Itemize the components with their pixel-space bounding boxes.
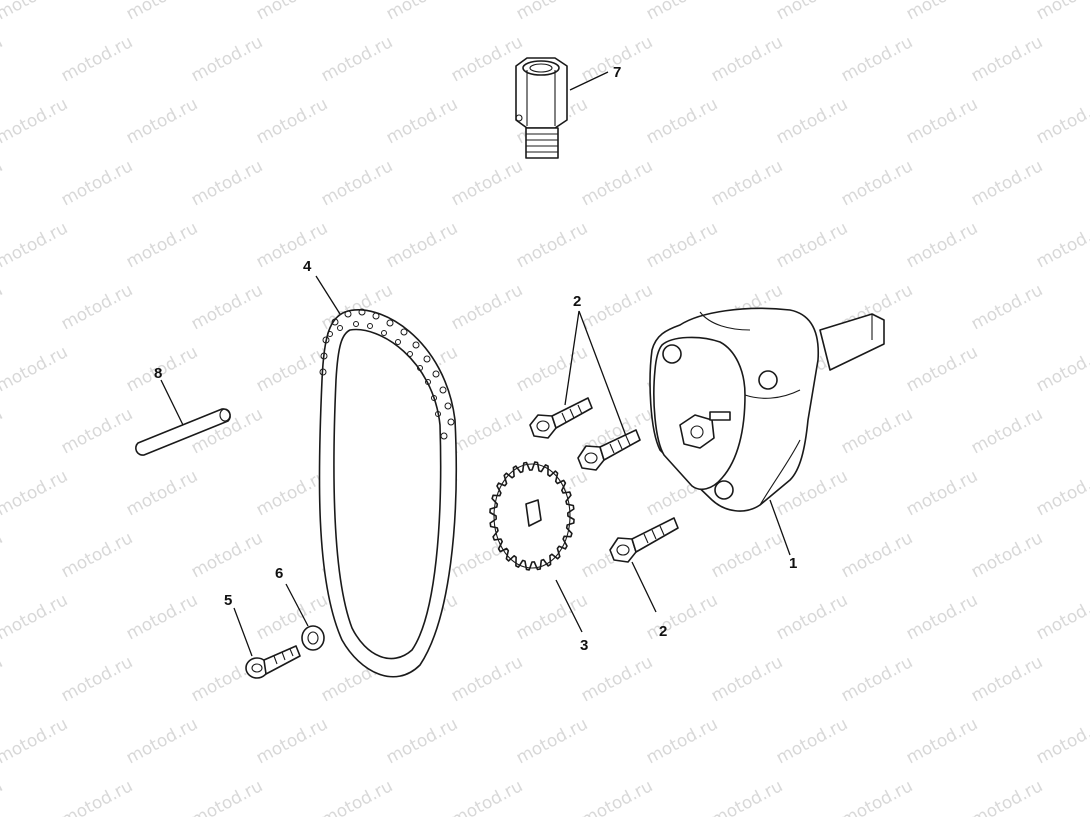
callout-4: 4 (303, 258, 312, 275)
callout-3: 3 (580, 637, 588, 654)
callout-8: 8 (154, 365, 162, 382)
part-2-bolt-middle (577, 429, 641, 471)
part-7-fitting (515, 57, 568, 159)
part-4-chain (318, 308, 457, 678)
callout-1: 1 (789, 555, 797, 572)
part-8-pin (134, 408, 232, 456)
callout-2-upper: 2 (573, 293, 581, 310)
callout-7: 7 (613, 64, 621, 81)
part-2-bolt-upper (529, 397, 593, 439)
part-6-washer (301, 625, 325, 651)
part-3-sprocket (489, 461, 575, 571)
chain-links (319, 308, 455, 440)
part-5-bolt (245, 645, 301, 679)
callout-2-lower: 2 (659, 623, 667, 640)
leader-lines (160, 71, 791, 657)
callout-labels: 7 8 4 2 2 3 1 5 6 (154, 64, 797, 654)
part-2-bolt-lower (609, 517, 679, 563)
callout-6: 6 (275, 565, 283, 582)
callout-5: 5 (224, 592, 232, 609)
part-1-oil-pump (649, 307, 885, 512)
